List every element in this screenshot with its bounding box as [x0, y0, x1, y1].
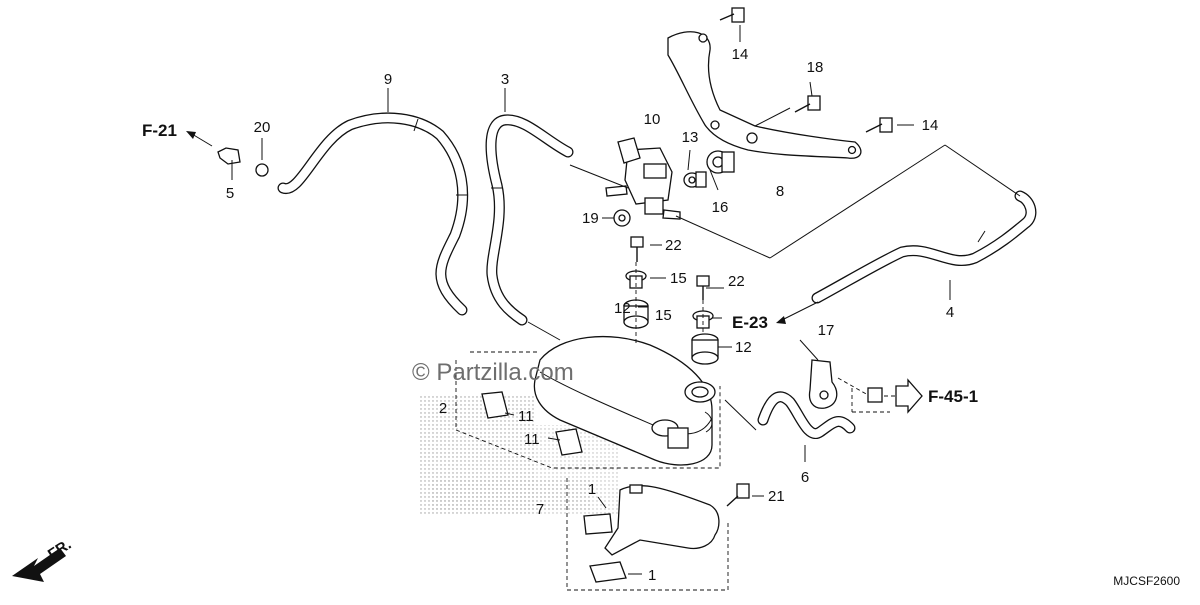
part-number-9: 9 — [384, 71, 392, 88]
part-number-22-lower: 22 — [728, 273, 745, 290]
part-number-3: 3 — [501, 71, 509, 88]
canister-2 — [533, 336, 716, 466]
solenoid-valve-10 — [605, 137, 681, 220]
reference-arrows — [186, 131, 923, 414]
part-number-10: 10 — [644, 111, 661, 128]
part-number-7: 7 — [536, 501, 544, 518]
reference-f-45-1: F-45-1 — [928, 387, 978, 406]
part-number-12-upper: 12 — [614, 300, 631, 317]
part-number-11-upper: 11 — [518, 408, 534, 425]
part-number-2: 2 — [439, 400, 447, 417]
hose-6 — [757, 391, 856, 439]
hose-3 — [485, 114, 574, 326]
part-number-1-upper: 1 — [588, 481, 596, 498]
part-number-15-upper: 15 — [670, 270, 687, 287]
part-number-17: 17 — [818, 322, 835, 339]
part-number-14-top: 14 — [732, 46, 749, 63]
front-direction-arrow — [12, 548, 66, 582]
clamp-17 — [808, 359, 883, 409]
pads-11 — [481, 391, 583, 456]
part-number-13: 13 — [682, 129, 699, 146]
part-number-20: 20 — [254, 119, 271, 136]
part-number-15-lower: 15 — [655, 307, 672, 324]
part-number-12-lower: 12 — [735, 339, 752, 356]
diagram-code: MJCSF2600 — [1113, 574, 1180, 588]
part-number-labels: 9 3 20 5 10 13 16 8 14 18 14 19 22 15 22… — [226, 46, 954, 584]
reference-e-23: E-23 — [732, 313, 768, 332]
part-number-11-lower: 11 — [524, 431, 540, 448]
leader-lines — [231, 25, 1021, 591]
hose-4 — [811, 190, 1037, 304]
part-number-5: 5 — [226, 185, 234, 202]
part-number-1-lower: 1 — [648, 567, 656, 584]
part-number-21: 21 — [768, 488, 785, 505]
small-fasteners — [217, 7, 893, 227]
part-number-8: 8 — [776, 183, 784, 200]
part-number-6: 6 — [801, 469, 809, 486]
reference-labels: F-21 E-23 F-45-1 — [142, 121, 978, 406]
reference-f-21: F-21 — [142, 121, 177, 140]
watermark-text: © Partzilla.com — [412, 359, 574, 386]
hose-9 — [277, 112, 469, 316]
part-number-22-upper: 22 — [665, 237, 682, 254]
bracket-8 — [667, 31, 862, 159]
part-number-14-right: 14 — [922, 117, 939, 134]
part-number-19: 19 — [582, 210, 599, 227]
part-number-18: 18 — [807, 59, 824, 76]
part-number-4: 4 — [946, 304, 954, 321]
cover-plate-7 — [583, 483, 750, 583]
part-number-16: 16 — [712, 199, 729, 216]
